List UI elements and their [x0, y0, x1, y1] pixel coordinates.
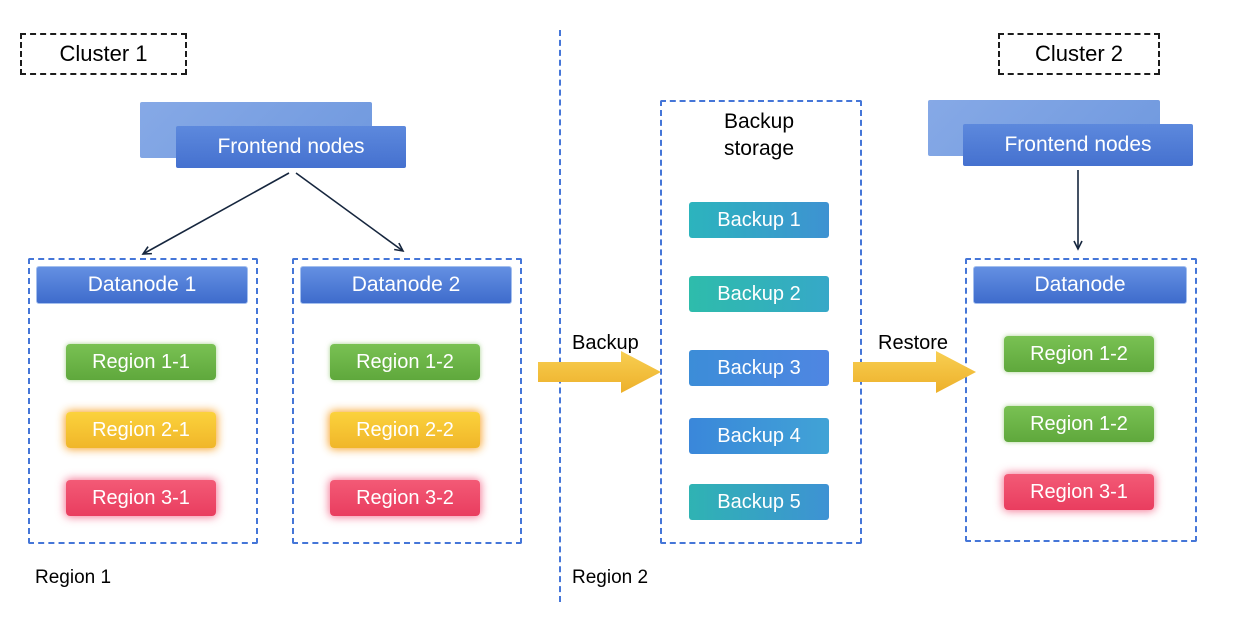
- region-box: Region 1-2: [1004, 336, 1154, 372]
- region-box: Region 1-1: [66, 344, 216, 380]
- cluster1-label: Cluster 1: [20, 33, 187, 75]
- backup-item: Backup 4: [689, 418, 829, 454]
- cluster1-datanode2-container: [292, 258, 522, 544]
- backup-item: Backup 2: [689, 276, 829, 312]
- region-box: Region 2-2: [330, 412, 480, 448]
- cluster2-label: Cluster 2: [998, 33, 1160, 75]
- backup-storage-container: [660, 100, 862, 544]
- region-box: Region 3-1: [66, 480, 216, 516]
- region-box: Region 1-2: [1004, 406, 1154, 442]
- region2-zone-label: Region 2: [572, 567, 649, 588]
- backup-arrow-label: Backup: [572, 332, 639, 354]
- region-box: Region 3-2: [330, 480, 480, 516]
- backup-item: Backup 3: [689, 350, 829, 386]
- backup-storage-title: Backup storage: [723, 110, 795, 161]
- frontend-to-datanode1-arrow: [141, 172, 290, 255]
- frontend-to-datanode2-arrow: [295, 172, 405, 253]
- restore-arrow-label: Restore: [878, 332, 949, 354]
- region-box: Region 1-2: [330, 344, 480, 380]
- backup-block-arrow: [538, 351, 661, 393]
- cluster2-frontend-nodes: Frontend nodes: [963, 124, 1193, 166]
- region1-zone-label: Region 1: [35, 567, 112, 588]
- cluster1-datanode2-header: Datanode 2: [300, 266, 512, 304]
- backup-item: Backup 1: [689, 202, 829, 238]
- cluster2-datanode-header: Datanode: [973, 266, 1187, 304]
- region-box: Region 3-1: [1004, 474, 1154, 510]
- region-box: Region 2-1: [66, 412, 216, 448]
- region-divider-line: [559, 30, 561, 602]
- cluster1-datanode1-container: [28, 258, 258, 544]
- backup-item: Backup 5: [689, 484, 829, 520]
- cluster1-datanode1-header: Datanode 1: [36, 266, 248, 304]
- cluster2-datanode-container: [965, 258, 1197, 542]
- cluster1-frontend-nodes: Frontend nodes: [176, 126, 406, 168]
- restore-block-arrow: [853, 351, 976, 393]
